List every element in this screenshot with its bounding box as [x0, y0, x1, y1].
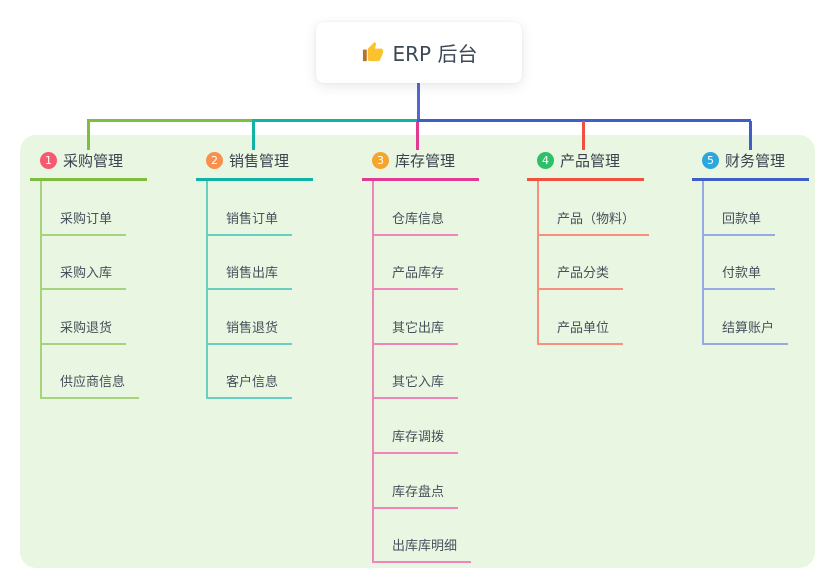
- branch-children-sales: 销售订单销售出库销售退货客户信息: [206, 181, 293, 400]
- branch-badge: 1: [40, 152, 57, 169]
- mindmap-child-node[interactable]: 其它出库: [374, 290, 459, 345]
- branch-header-inventory[interactable]: 3 库存管理: [362, 148, 480, 181]
- root-connector-line: [417, 83, 420, 120]
- drop-line-inventory: [416, 122, 419, 150]
- mindmap-child-node[interactable]: 产品（物料）: [539, 181, 650, 236]
- mindmap-child-node[interactable]: 库存调拨: [374, 399, 459, 454]
- child-node-label: 库存盘点: [392, 484, 445, 500]
- branches-background-panel: [20, 135, 815, 568]
- child-node-label: 供应商信息: [60, 375, 126, 391]
- child-node-label: 仓库信息: [392, 211, 445, 227]
- root-node-title: ERP 后台: [392, 42, 478, 66]
- mindmap-child-node[interactable]: 供应商信息: [42, 345, 140, 400]
- drop-line-purchase: [87, 121, 90, 150]
- child-node-label: 结算账户: [722, 320, 775, 336]
- child-node-label: 销售退货: [226, 320, 279, 336]
- branch-inventory: 3 库存管理 仓库信息产品库存其它出库其它入库库存调拨库存盘点出库库明细: [362, 148, 480, 564]
- branch-product: 4 产品管理 产品（物料） 产品分类产品单位: [527, 148, 650, 345]
- branch-header-finance[interactable]: 5 财务管理: [692, 148, 810, 181]
- branch-children-purchase: 采购订单采购入库采购退货供应商信息: [40, 181, 140, 400]
- child-node-label: 回款单: [722, 211, 762, 227]
- mindmap-child-node[interactable]: 销售订单: [208, 181, 293, 236]
- branch-children-inventory: 仓库信息产品库存其它出库其它入库库存调拨库存盘点出库库明细: [372, 181, 472, 564]
- child-node-label: 产品分类: [557, 266, 610, 282]
- mindmap-child-node[interactable]: 其它入库: [374, 345, 459, 400]
- drop-line-sales: [252, 121, 255, 150]
- drop-line-product: [582, 121, 585, 150]
- thumbs-up-icon: [361, 41, 384, 64]
- drop-line-finance: [749, 121, 752, 150]
- branch-badge: 2: [206, 152, 223, 169]
- branch-header-product[interactable]: 4 产品管理: [527, 148, 645, 181]
- branch-badge: 5: [702, 152, 719, 169]
- root-node[interactable]: ERP 后台: [316, 22, 522, 83]
- branch-header-purchase[interactable]: 1 采购管理: [30, 148, 148, 181]
- branch-label: 销售管理: [229, 152, 290, 170]
- branch-label: 采购管理: [63, 152, 124, 170]
- child-node-label: 其它入库: [392, 375, 445, 391]
- branch-label: 库存管理: [395, 152, 456, 170]
- child-node-label: 付款单: [722, 266, 762, 282]
- child-node-label: 其它出库: [392, 320, 445, 336]
- mindmap-child-node[interactable]: 客户信息: [208, 345, 293, 400]
- branch-header-sales[interactable]: 2 销售管理: [196, 148, 314, 181]
- child-node-label: 产品库存: [392, 266, 445, 282]
- bus-segment-purchase: [87, 119, 253, 122]
- mindmap-child-node[interactable]: 销售出库: [208, 236, 293, 291]
- child-node-label: 产品单位: [557, 320, 610, 336]
- child-node-label: 采购退货: [60, 320, 113, 336]
- mindmap-child-node[interactable]: 采购入库: [42, 236, 127, 291]
- branch-sales: 2 销售管理 销售订单销售出库销售退货客户信息: [196, 148, 314, 400]
- mindmap-child-node[interactable]: 仓库信息: [374, 181, 459, 236]
- branch-badge: 4: [537, 152, 554, 169]
- branch-children-finance: 回款单付款单结算账户: [702, 181, 789, 345]
- child-node-label: 客户信息: [226, 375, 279, 391]
- mindmap-child-node[interactable]: 库存盘点: [374, 454, 459, 509]
- child-node-label: 产品（物料）: [557, 211, 636, 227]
- bus-segment-sales: [252, 119, 418, 122]
- branch-label: 产品管理: [560, 152, 621, 170]
- child-node-label: 采购订单: [60, 211, 113, 227]
- mindmap-child-node[interactable]: 出库库明细: [374, 509, 472, 564]
- branch-badge: 3: [372, 152, 389, 169]
- mindmap-child-node[interactable]: 回款单: [704, 181, 776, 236]
- child-node-label: 库存调拨: [392, 429, 445, 445]
- mindmap-child-node[interactable]: 采购订单: [42, 181, 127, 236]
- branch-children-product: 产品（物料） 产品分类产品单位: [537, 181, 650, 345]
- child-node-label: 销售出库: [226, 266, 279, 282]
- branch-label: 财务管理: [725, 152, 786, 170]
- child-node-label: 采购入库: [60, 266, 113, 282]
- branch-finance: 5 财务管理 回款单付款单结算账户: [692, 148, 810, 345]
- mindmap-child-node[interactable]: 付款单: [704, 236, 776, 291]
- child-node-label: 销售订单: [226, 211, 279, 227]
- bus-segment-finance: [417, 119, 751, 122]
- mindmap-child-node[interactable]: 采购退货: [42, 290, 127, 345]
- branch-purchase: 1 采购管理 采购订单采购入库采购退货供应商信息: [30, 148, 148, 400]
- mindmap-child-node[interactable]: 结算账户: [704, 290, 789, 345]
- child-node-label: 出库库明细: [392, 539, 458, 555]
- mindmap-child-node[interactable]: 销售退货: [208, 290, 293, 345]
- mindmap-child-node[interactable]: 产品单位: [539, 290, 624, 345]
- mindmap-child-node[interactable]: 产品分类: [539, 236, 624, 291]
- mindmap-child-node[interactable]: 产品库存: [374, 236, 459, 291]
